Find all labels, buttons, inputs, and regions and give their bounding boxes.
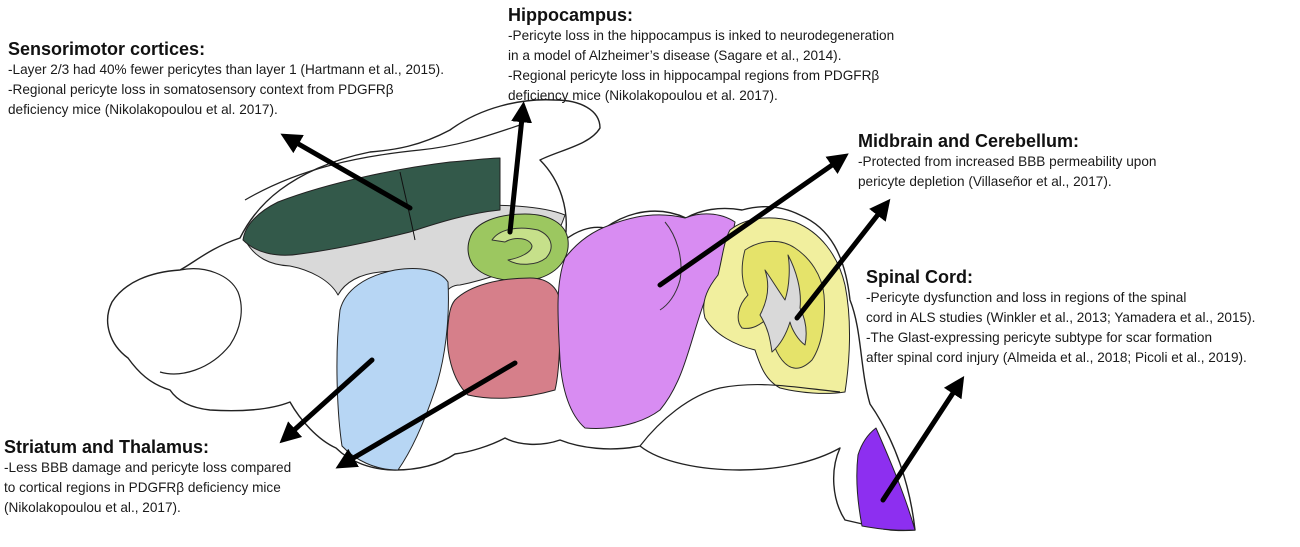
annotation-line: after spinal cord injury (Almeida et al.… (866, 350, 1247, 365)
thalamus-region (446, 277, 561, 399)
cerebellum-white-matter (759, 254, 807, 353)
annotation-hippocampus: Hippocampus: -Pericyte loss in the hippo… (508, 4, 978, 106)
annotation-line: -Pericyte loss in the hippocampus is ink… (508, 28, 895, 43)
annotation-line: to cortical regions in PDGFRβ deficiency… (4, 480, 281, 495)
cortex-upper-outline (244, 124, 521, 201)
annotation-title: Hippocampus: (508, 5, 634, 25)
annotation-title: Striatum and Thalamus: (4, 437, 210, 457)
sensorimotor-cortex-region (242, 157, 501, 256)
annotation-title: Spinal Cord: (866, 267, 974, 287)
annotation-title: Midbrain and Cerebellum: (858, 131, 1080, 151)
mouse-brain-sagittal-section (107, 99, 916, 532)
annotation-line: in a model of Alzheimer’s disease (Sagar… (508, 48, 842, 63)
annotation-line: -The Glast-expressing pericyte subtype f… (866, 330, 1213, 345)
annotation-title: Sensorimotor cortices: (8, 39, 206, 59)
annotation-line: -Layer 2/3 had 40% fewer pericytes than … (8, 62, 444, 77)
annotation-line: pericyte depletion (Villaseñor et al., 2… (858, 174, 1112, 189)
olfactory-outline (159, 268, 242, 375)
midbrain-region (557, 213, 736, 429)
midbrain-inner-outline (659, 221, 682, 311)
pointer-arrows (279, 101, 965, 503)
arrow-cerebellum (794, 198, 891, 321)
annotation-striatum-thalamus: Striatum and Thalamus: -Less BBB damage … (4, 436, 344, 518)
annotation-line: deficiency mice (Nikolakopoulou et al. 2… (8, 102, 278, 117)
annotation-midbrain-cerebellum: Midbrain and Cerebellum: -Protected from… (858, 130, 1258, 192)
annotation-line: -Regional pericyte loss in somatosensory… (8, 82, 394, 97)
arrow-sensorimotor (280, 133, 413, 211)
brainstem-outline (639, 383, 841, 447)
annotation-line: -Pericyte dysfunction and loss in region… (866, 290, 1187, 305)
arrow-hippocampus (507, 101, 533, 235)
annotation-line: -Regional pericyte loss in hippocampal r… (508, 68, 880, 83)
annotation-line: (Nikolakopoulou et al., 2017). (4, 500, 181, 515)
hippocampus-inner (491, 227, 552, 265)
arrow-spinal-cord (880, 375, 965, 503)
annotation-spinal-cord: Spinal Cord: -Pericyte dysfunction and l… (866, 266, 1296, 368)
arrow-thalamus (335, 360, 518, 469)
spinal-cord-region (856, 427, 916, 531)
hippocampus-region (467, 213, 569, 282)
annotation-line: -Less BBB damage and pericyte loss compa… (4, 460, 292, 475)
arrow-midbrain (657, 153, 849, 288)
annotation-sensorimotor: Sensorimotor cortices: -Layer 2/3 had 40… (8, 38, 518, 120)
arrow-striatum (279, 357, 375, 444)
annotation-line: deficiency mice (Nikolakopoulou et al. 2… (508, 88, 778, 103)
annotation-line: cord in ALS studies (Winkler et al., 201… (866, 310, 1256, 325)
annotation-line: -Protected from increased BBB permeabili… (858, 154, 1157, 169)
